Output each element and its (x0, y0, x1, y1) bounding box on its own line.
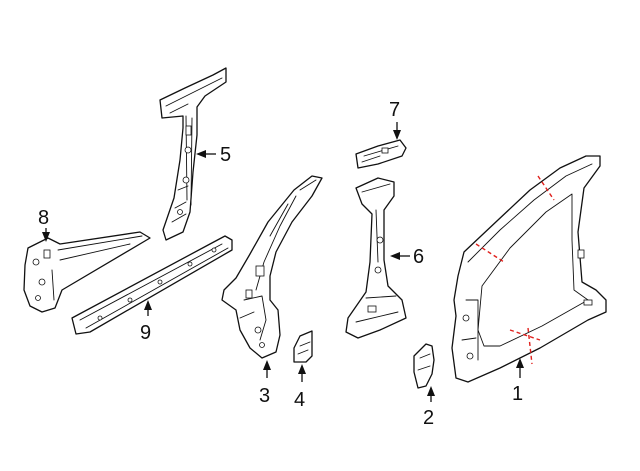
part-7-pillar-cap[interactable] (355, 139, 407, 169)
callout-label-2: 2 (423, 407, 434, 429)
part-4-bracket[interactable] (293, 330, 313, 363)
cut-line-a-pillar (475, 243, 505, 263)
callout-5[interactable]: 5 (196, 144, 231, 166)
callout-label-1: 1 (512, 383, 523, 405)
part-9-rocker-panel[interactable] (71, 235, 233, 335)
part-6-center-pillar-inner[interactable] (345, 177, 407, 339)
callout-3[interactable]: 3 (259, 360, 271, 407)
cut-line-rocker (509, 329, 541, 341)
callout-label-8: 8 (38, 207, 49, 229)
cut-lines (475, 175, 555, 365)
cut-line-rocker-vertical (527, 327, 533, 365)
callout-1[interactable]: 1 (512, 358, 524, 405)
part-5-center-pillar-upper[interactable] (159, 67, 227, 241)
callout-label-9: 9 (140, 322, 151, 344)
callout-label-6: 6 (413, 246, 424, 268)
part-2-lower-bracket[interactable] (413, 343, 435, 389)
callout-4[interactable]: 4 (294, 364, 306, 411)
callout-label-5: 5 (220, 144, 231, 166)
callout-6[interactable]: 6 (390, 246, 424, 268)
part-3-front-pillar-inner[interactable] (221, 175, 323, 359)
callout-label-7: 7 (389, 99, 400, 121)
cut-line-roof (537, 175, 555, 201)
callout-label-3: 3 (259, 385, 270, 407)
part-1-body-side-outer[interactable] (451, 155, 607, 383)
callout-7[interactable]: 7 (389, 99, 401, 140)
callout-label-4: 4 (294, 389, 305, 411)
callout-9[interactable]: 9 (140, 300, 152, 344)
part-8-rocker-reinforcement[interactable] (23, 231, 151, 313)
callout-2[interactable]: 2 (423, 386, 435, 429)
callout-8[interactable]: 8 (38, 207, 50, 242)
